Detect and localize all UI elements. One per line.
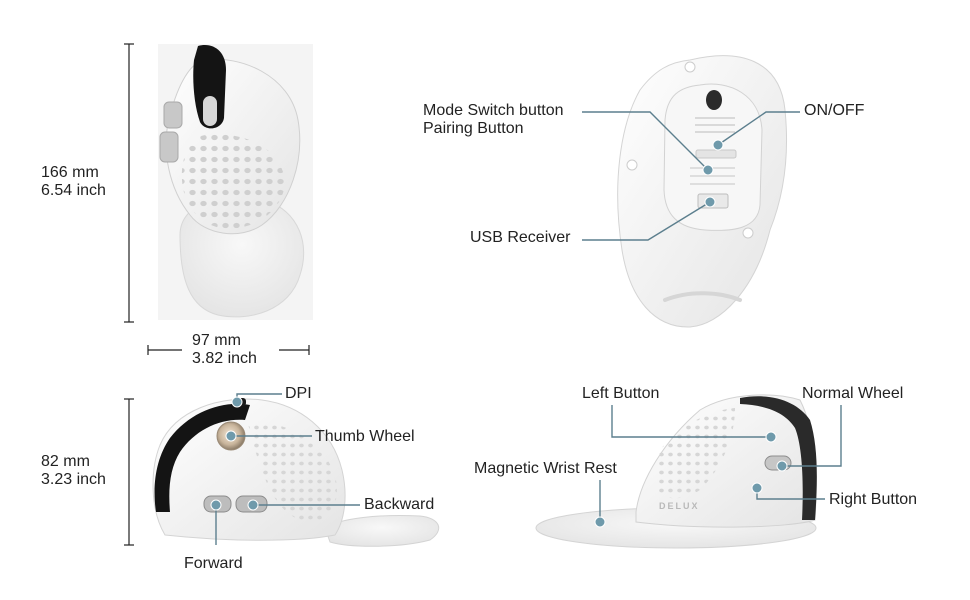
left-button-label: Left Button bbox=[582, 385, 660, 402]
bottom-view-sensor bbox=[706, 90, 722, 110]
normal-wheel-label: Normal Wheel bbox=[802, 385, 904, 402]
bottom-view-mouse bbox=[617, 55, 787, 328]
side-height-inch-label: 3.23 inch bbox=[41, 471, 106, 488]
svg-text:DELUX: DELUX bbox=[659, 501, 700, 511]
angle-view-mouse: DELUX bbox=[535, 394, 817, 549]
side-view-dimensions bbox=[124, 398, 134, 546]
callout-dots bbox=[210, 139, 788, 528]
callout-lines bbox=[215, 111, 842, 545]
angle-view-black-shell bbox=[740, 396, 817, 520]
top-view-side-button bbox=[163, 101, 183, 129]
side-height-mm-label: 82 mm bbox=[41, 453, 90, 470]
on-off-label: ON/OFF bbox=[804, 102, 865, 119]
dpi-label: DPI bbox=[285, 385, 312, 402]
width-inch-label: 3.82 inch bbox=[192, 350, 257, 367]
right-button-label: Right Button bbox=[829, 491, 918, 508]
top-view-black-shell bbox=[193, 45, 226, 129]
top-view-dimensions bbox=[124, 43, 310, 355]
thumb-wheel-label: Thumb Wheel bbox=[315, 428, 415, 445]
top-view-side-button bbox=[159, 131, 179, 163]
side-view-mouse bbox=[152, 398, 440, 547]
height-inch-label: 6.54 inch bbox=[41, 182, 106, 199]
side-view-wrist-rest bbox=[324, 515, 440, 547]
backward-label: Backward bbox=[364, 496, 435, 513]
top-view-honeycomb bbox=[181, 134, 285, 229]
width-mm-label: 97 mm bbox=[192, 332, 241, 349]
side-view-honeycomb bbox=[248, 421, 337, 522]
usb-receiver-label: USB Receiver bbox=[470, 229, 571, 246]
height-mm-label: 166 mm bbox=[41, 164, 99, 181]
top-view-mouse bbox=[158, 44, 313, 320]
angle-view-honeycomb bbox=[655, 408, 735, 499]
side-view-black-shell bbox=[154, 403, 250, 512]
magnetic-wrist-rest-label: Magnetic Wrist Rest bbox=[474, 460, 617, 477]
mode-switch-label: Mode Switch button bbox=[423, 102, 564, 119]
top-view-scroll-wheel bbox=[203, 96, 217, 126]
pairing-button-label: Pairing Button bbox=[423, 120, 524, 137]
forward-label: Forward bbox=[184, 555, 243, 572]
